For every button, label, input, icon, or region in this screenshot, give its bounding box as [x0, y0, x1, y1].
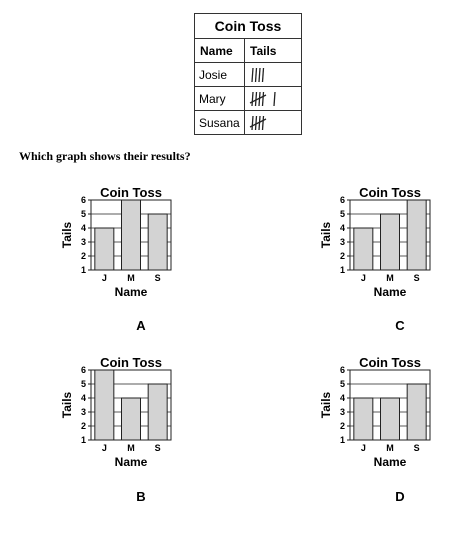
bar-chart-a[interactable]: Coin Toss 1 2 3 4 5 6J M S Name Tails — [60, 185, 172, 299]
y-tick-label: 6 — [340, 365, 345, 375]
option-label-d: D — [395, 489, 405, 504]
bar-s — [147, 383, 168, 441]
bar-j — [94, 227, 115, 271]
tally-table: Coin Toss Name Tails Josie Mary Susana — [194, 13, 302, 135]
tally-cross-stroke — [249, 93, 267, 104]
y-tick-label: 2 — [81, 421, 86, 431]
y-tick-label: 1 — [81, 435, 86, 445]
y-tick-label: 1 — [340, 265, 345, 275]
tally-stroke — [251, 67, 254, 82]
tally-stroke — [254, 67, 258, 82]
y-tick-label: 5 — [81, 379, 86, 389]
y-tick-label: 1 — [340, 435, 345, 445]
chart-title: Coin Toss — [359, 185, 421, 200]
table-row: Susana — [194, 110, 302, 135]
bar-s — [147, 213, 168, 271]
tally-stroke — [251, 115, 254, 130]
x-tick-label: M — [127, 273, 135, 283]
bar-j — [353, 227, 374, 271]
x-tick-label: M — [386, 273, 394, 283]
y-tick-label: 3 — [81, 407, 86, 417]
bar-s — [406, 383, 427, 441]
bar-j — [353, 397, 374, 441]
y-axis-label: Tails — [60, 391, 74, 418]
x-tick-label: J — [102, 443, 107, 453]
question-text: Which graph shows their results? — [19, 149, 191, 163]
y-axis-label: Tails — [319, 391, 333, 418]
tally-stroke — [254, 91, 258, 106]
bar-chart-c[interactable]: Coin Toss 1 2 3 4 5 6J M S Name Tails — [319, 185, 431, 299]
y-axis-label: Tails — [60, 221, 74, 248]
tally-stroke — [261, 91, 265, 106]
y-tick-label: 6 — [81, 195, 86, 205]
x-tick-label: S — [155, 443, 161, 453]
y-tick-label: 6 — [81, 365, 86, 375]
y-tick-label: 4 — [81, 223, 86, 233]
bar-s — [406, 199, 427, 271]
x-axis-label: Name — [115, 455, 148, 469]
x-tick-label: S — [155, 273, 161, 283]
y-tick-label: 5 — [81, 209, 86, 219]
header-name: Name — [194, 38, 245, 63]
tally-stroke — [254, 115, 258, 130]
table-row: Mary — [194, 86, 302, 111]
option-label-a: A — [136, 318, 146, 333]
y-tick-label: 5 — [340, 379, 345, 389]
x-tick-label: S — [414, 273, 420, 283]
x-tick-label: S — [414, 443, 420, 453]
y-tick-label: 6 — [340, 195, 345, 205]
x-tick-label: J — [361, 273, 366, 283]
y-axis-label: Tails — [319, 221, 333, 248]
y-tick-label: 2 — [340, 251, 345, 261]
x-tick-label: J — [102, 273, 107, 283]
tally-cross-stroke — [249, 117, 267, 128]
x-tick-label: M — [386, 443, 394, 453]
y-tick-label: 2 — [340, 421, 345, 431]
chart-title: Coin Toss — [100, 185, 162, 200]
x-tick-label: J — [361, 443, 366, 453]
tally-stroke — [251, 91, 254, 106]
x-axis-label: Name — [374, 455, 407, 469]
tally-stroke — [261, 115, 265, 130]
option-label-c: C — [395, 318, 405, 333]
chart-title: Coin Toss — [100, 355, 162, 370]
header-tails: Tails — [244, 38, 302, 63]
tally-stroke — [273, 91, 276, 106]
chart-title: Coin Toss — [359, 355, 421, 370]
bar-m — [380, 397, 400, 441]
y-tick-label: 3 — [340, 407, 345, 417]
tally-stroke — [261, 67, 265, 82]
y-tick-label: 2 — [81, 251, 86, 261]
y-tick-label: 4 — [340, 393, 345, 403]
y-tick-label: 3 — [81, 237, 86, 247]
bar-m — [380, 213, 400, 271]
x-axis-label: Name — [115, 285, 148, 299]
option-label-b: B — [136, 489, 146, 504]
bar-j — [94, 369, 115, 441]
y-tick-label: 1 — [81, 265, 86, 275]
row-name-mary: Mary — [194, 86, 245, 111]
y-tick-label: 3 — [340, 237, 345, 247]
bar-m — [121, 199, 141, 271]
tally-stroke — [258, 91, 261, 106]
y-tick-label: 5 — [340, 209, 345, 219]
x-tick-label: M — [127, 443, 135, 453]
tally-marks-mary — [244, 86, 302, 111]
tally-marks-susana — [244, 110, 302, 135]
tally-stroke — [258, 115, 261, 130]
y-tick-label: 4 — [81, 393, 86, 403]
bar-m — [121, 397, 141, 441]
bar-chart-b[interactable]: Coin Toss 1 2 3 4 5 6J M S Name Tails — [60, 355, 172, 469]
y-tick-label: 4 — [340, 223, 345, 233]
tally-stroke — [258, 67, 261, 82]
bar-chart-d[interactable]: Coin Toss 1 2 3 4 5 6J M S Name Tails — [319, 355, 431, 469]
x-axis-label: Name — [374, 285, 407, 299]
